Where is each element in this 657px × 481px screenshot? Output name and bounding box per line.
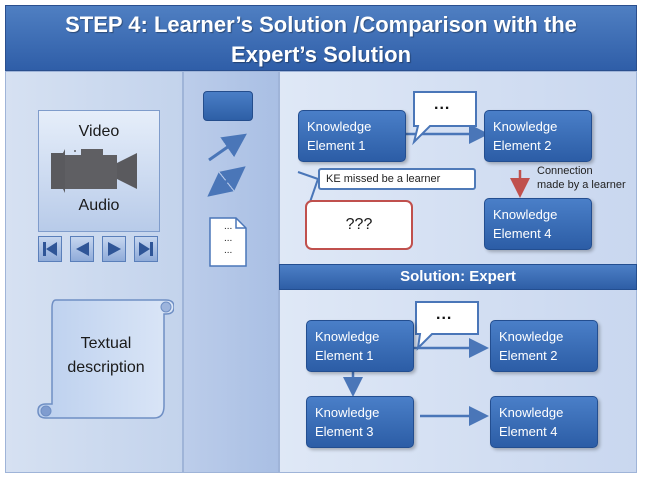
double-arrow-tool-icon — [207, 166, 246, 197]
rewind-icon — [76, 242, 89, 256]
video-camera-icon — [51, 149, 137, 193]
skip-back-icon — [43, 242, 57, 256]
document-dots: ... ... ... — [224, 221, 233, 256]
scroll-text-line-1: Textual — [80, 335, 132, 352]
missed-pointer-down — [309, 178, 319, 203]
title-line-2: Expert’s Solution — [230, 42, 412, 67]
learner-callout-bubble — [412, 91, 477, 146]
audio-label: Audio — [78, 197, 120, 214]
learner-callout-text: ... — [434, 96, 451, 113]
scroll-text-line-2: description — [67, 359, 145, 376]
video-audio-box[interactable]: Video Audio — [38, 110, 160, 232]
title-line-1: STEP 4: Learner’s Solution /Comparison w… — [65, 12, 577, 37]
missed-pointer-up — [297, 171, 319, 180]
arrow-tool-icon — [208, 133, 247, 162]
document-icon — [209, 217, 247, 267]
video-label: Video — [78, 123, 120, 140]
expert-callout-text: ... — [436, 306, 453, 323]
missed-element-label: KE missed be a learner — [318, 168, 476, 190]
play-button[interactable] — [102, 236, 126, 262]
unknown-element[interactable]: ??? — [305, 200, 413, 250]
rewind-button[interactable] — [70, 236, 94, 262]
element-tool[interactable] — [203, 91, 253, 121]
title-banner: STEP 4: Learner’s Solution /Comparison w… — [5, 5, 637, 71]
play-icon — [108, 242, 121, 256]
skip-forward-icon — [139, 242, 153, 256]
learner-connection-label: Connection made by a learner — [537, 165, 626, 191]
skip-back-button[interactable] — [38, 236, 62, 262]
textual-description-scroll[interactable]: Textual description — [36, 294, 175, 424]
expert-solution-header: Solution: Expert — [279, 264, 637, 290]
expert-callout-bubble — [415, 301, 479, 351]
skip-forward-button[interactable] — [134, 236, 158, 262]
